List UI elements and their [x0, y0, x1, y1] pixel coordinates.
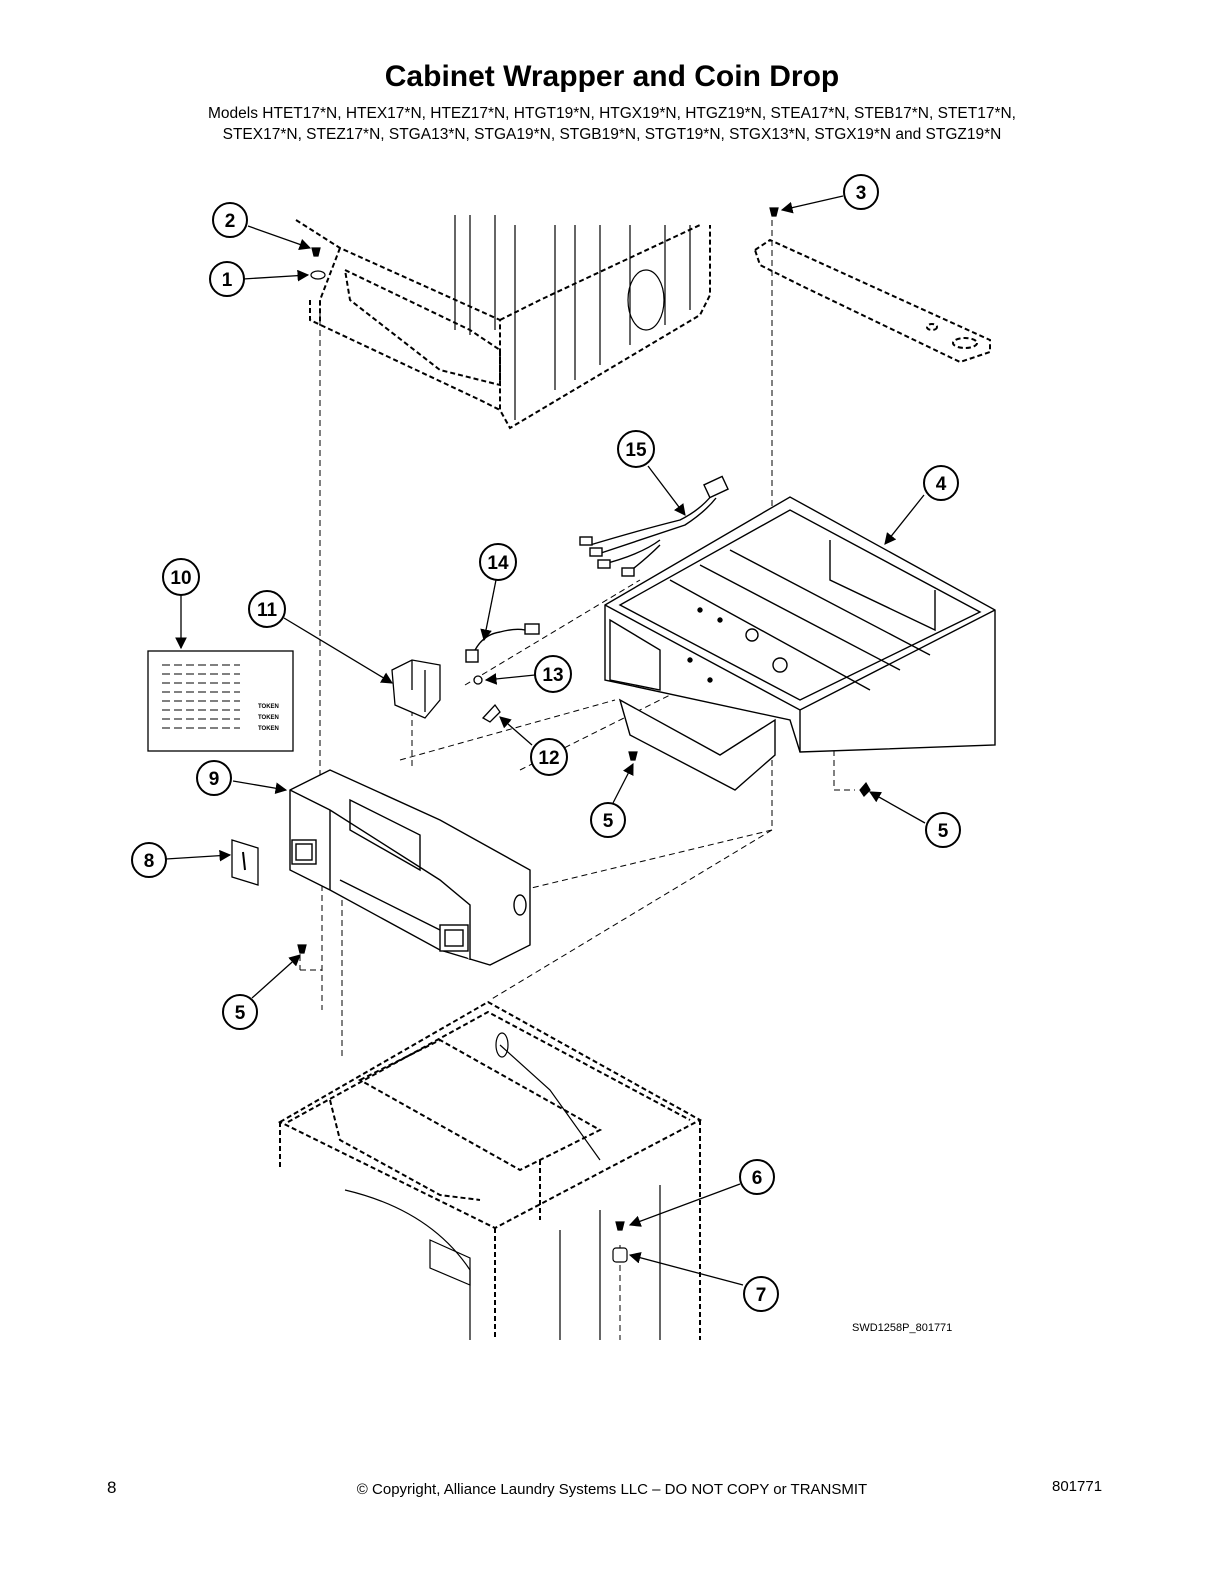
callout-number: 5: [603, 811, 614, 832]
token-text: TOKEN: [258, 715, 279, 721]
wire-assembly: [465, 623, 540, 663]
page-number: 8: [107, 1478, 117, 1497]
coin-plate: [231, 839, 259, 886]
callout-numbers: 1 2 3 4 5 5 5 6 7 8 9 10 11 12 13 14 15: [144, 183, 949, 1306]
callout-3: [843, 174, 879, 210]
callout-number: 10: [170, 568, 191, 589]
upper-cabinet-side-panels: [454, 215, 691, 420]
callout-number: 2: [225, 211, 236, 232]
model-list-line-1: Models HTET17*N, HTEX17*N, HTEZ17*N, HTG…: [208, 105, 1016, 122]
callout-number: 3: [856, 183, 867, 204]
callout-number: 12: [538, 748, 559, 769]
callout-7: [743, 1276, 779, 1312]
callout-9: [196, 760, 232, 796]
callout-5-lower: [222, 994, 258, 1030]
token-label: TOKEN TOKEN TOKEN: [147, 650, 294, 752]
lower-cabinet: [277, 1000, 703, 1340]
callout-10: [162, 558, 200, 596]
model-list-line-2: STEX17*N, STEZ17*N, STGA13*N, STGA19*N, …: [222, 126, 1002, 143]
callout-11: [248, 590, 286, 628]
fasteners: [297, 207, 871, 1263]
callout-5-upper: [590, 802, 626, 838]
top-brace: [753, 238, 991, 364]
callout-6: [739, 1159, 775, 1195]
callout-number: 5: [235, 1003, 246, 1024]
callout-number: 7: [756, 1285, 767, 1306]
coin-drop-bracket: [289, 769, 531, 966]
callout-number: 9: [209, 769, 220, 790]
callout-2: [212, 202, 248, 238]
switch-bracket: [391, 659, 441, 719]
callout-1: [209, 261, 245, 297]
callout-number: 4: [936, 474, 947, 495]
callout-number: 14: [487, 553, 509, 574]
callout-number: 15: [625, 440, 647, 461]
callout-number: 1: [222, 270, 233, 291]
callout-8: [131, 842, 167, 878]
callout-13: [534, 655, 572, 693]
callout-5-right: [925, 812, 961, 848]
upper-cabinet-top: [295, 219, 711, 430]
callout-4: [923, 465, 959, 501]
callout-14: [479, 543, 517, 581]
callout-number: 13: [542, 665, 563, 686]
nut-and-clip: [473, 675, 501, 723]
base-frame: [604, 496, 996, 791]
token-text: TOKEN: [258, 726, 279, 732]
callout-number: 8: [144, 851, 155, 872]
callout-circles: [131, 174, 961, 1312]
page-title: Cabinet Wrapper and Coin Drop: [384, 60, 840, 93]
callout-leaders: [165, 195, 926, 1286]
copyright-notice: © Copyright, Alliance Laundry Systems LL…: [356, 1481, 868, 1498]
callout-15: [617, 430, 655, 468]
token-text: TOKEN: [258, 704, 279, 710]
wire-harness: [579, 475, 729, 577]
alignment-lines: [299, 220, 855, 1340]
callout-number: 11: [257, 600, 278, 621]
callout-number: 6: [752, 1168, 763, 1189]
document-number: 801771: [1052, 1478, 1103, 1495]
model-list: Models HTET17*N, HTEX17*N, HTEZ17*N, HTG…: [0, 103, 1224, 145]
drawing-reference: SWD1258P_801771: [852, 1322, 953, 1334]
callout-number: 5: [938, 821, 949, 842]
callout-12: [530, 738, 568, 776]
